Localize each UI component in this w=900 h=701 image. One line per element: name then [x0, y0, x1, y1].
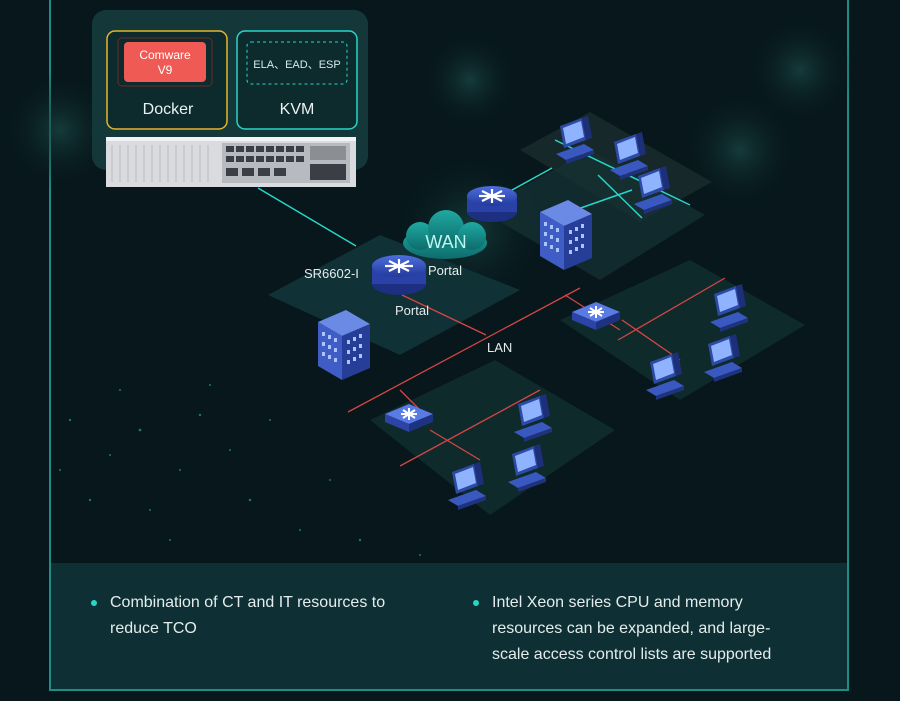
bullet-dot	[473, 600, 479, 606]
router-label: SR6602-I	[304, 266, 359, 281]
bullet-dot	[91, 600, 97, 606]
content-frame	[49, 0, 849, 691]
feature-item: Combination of CT and IT resources to re…	[91, 590, 430, 642]
wan-cloud	[403, 210, 487, 259]
portal-label-top: Portal	[428, 263, 462, 278]
feature-text-line: Intel Xeon series CPU and memory	[492, 594, 743, 611]
feature-text-line: scale access control lists are supported	[492, 646, 772, 663]
sr6602-chassis	[106, 137, 356, 187]
lan-label: LAN	[487, 340, 512, 355]
network-diagram: Comware V9 Docker ELA、EAD、ESP KVM	[0, 10, 855, 556]
features-panel	[51, 563, 847, 689]
building-icon	[540, 200, 592, 270]
comware-chip-line1: Comware	[139, 48, 191, 62]
portal-label-bottom: Portal	[395, 303, 429, 318]
feature-text-line: Combination of CT and IT resources to	[110, 594, 386, 611]
feature-text-line: resources can be expanded, and large-	[492, 620, 771, 637]
kvm-chip-text: ELA、EAD、ESP	[253, 59, 340, 71]
comware-chip-line2: V9	[158, 63, 173, 77]
wan-router-icon	[467, 186, 517, 222]
feature-item: Intel Xeon series CPU and memory resourc…	[473, 590, 812, 668]
comware-chip	[124, 42, 206, 82]
main-router-icon	[372, 255, 426, 295]
wan-label: WAN	[425, 232, 466, 252]
kvm-label: KVM	[280, 101, 315, 118]
building-icon	[318, 310, 370, 380]
feature-text-line: reduce TCO	[110, 620, 197, 637]
kvm-box	[236, 30, 358, 130]
docker-label: Docker	[143, 101, 194, 118]
